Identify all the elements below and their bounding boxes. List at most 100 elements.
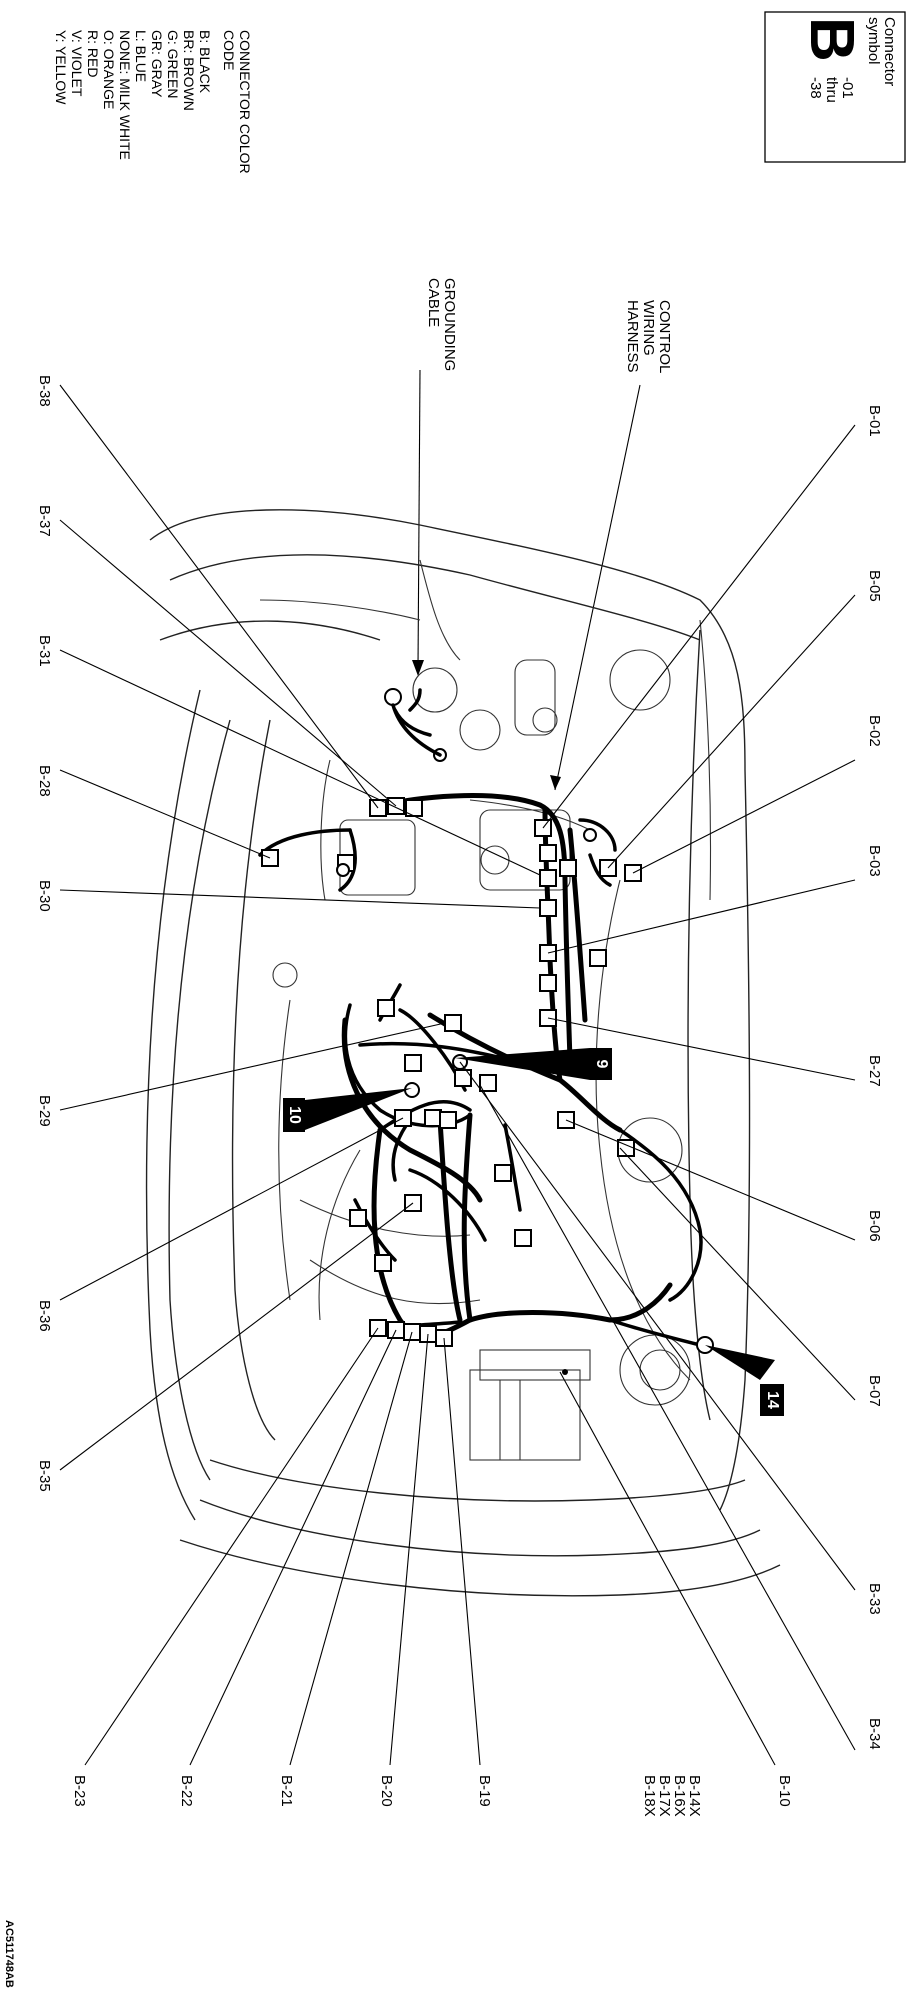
connector-symbol-letter: B (797, 17, 866, 62)
label-b18x: B-18X (641, 1775, 658, 1817)
legend-entry: B: BLACK (197, 30, 213, 94)
labels-left: B-38 B-37 B-31 B-28 B-30 B-29 B-36 B-35 (36, 375, 53, 1492)
legend-entry: V: VIOLET (69, 30, 85, 97)
connector-symbol-box: Connector symbol B -01 thru -38 (764, 11, 906, 163)
svg-text:14: 14 (764, 1391, 781, 1409)
label-b06: B-06 (866, 1210, 883, 1242)
control-harness-leader (554, 384, 641, 791)
label-b21: B-21 (278, 1775, 295, 1807)
label-b36: B-36 (36, 1300, 53, 1332)
legend-entry: NONE: MILK WHITE (117, 30, 133, 160)
svg-text:HARNESS: HARNESS (624, 300, 641, 373)
labels-battery: B-14X B-16X B-17X B-18X (641, 1775, 703, 1817)
tank-cap (532, 707, 558, 733)
figure-code: AC511748AB (3, 1920, 15, 1988)
control-harness-callout: CONTROL WIRING HARNESS (624, 300, 673, 373)
svg-text:CONTROL: CONTROL (656, 300, 673, 373)
legend-entry: G: GREEN (165, 30, 181, 98)
label-b35: B-35 (36, 1460, 53, 1492)
connector-color-legend: CONNECTOR COLOR CODE B: BLACK BR: BROWN … (53, 30, 253, 174)
reservoir (459, 709, 501, 751)
connector-small (374, 1254, 392, 1272)
ground-terminal (384, 688, 402, 706)
connector-small (377, 999, 395, 1017)
label-b38: B-38 (36, 375, 53, 407)
ground-terminal (583, 828, 597, 842)
connectors (261, 688, 714, 1354)
connector-small (494, 1164, 512, 1182)
connector-b30[interactable] (539, 899, 557, 917)
fluid-tank (514, 659, 556, 736)
connector-symbol-caption-2: symbol (865, 17, 882, 65)
svg-text:10: 10 (286, 1106, 303, 1124)
battery (469, 1349, 591, 1461)
marker-14: 14 (705, 1345, 784, 1416)
legend-entry: R: RED (85, 30, 101, 77)
arrow-head (550, 775, 561, 790)
labels-bottom: B-10 B-19 B-20 B-21 B-22 B-23 (71, 1775, 793, 1807)
grounding-cable-leader (417, 369, 421, 669)
label-b37: B-37 (36, 505, 53, 537)
label-b23: B-23 (71, 1775, 88, 1807)
label-b31: B-31 (36, 635, 53, 667)
label-b01: B-01 (866, 405, 883, 437)
connector-small (439, 1111, 457, 1129)
connector-small (479, 1074, 497, 1092)
cap (272, 962, 298, 988)
legend-entry: O: ORANGE (101, 30, 117, 109)
marker-9: 9 (455, 1048, 612, 1080)
connector-small (404, 1054, 422, 1072)
labels-right: B-01 B-05 B-02 B-03 B-27 B-06 B-07 B-33 … (866, 405, 883, 1750)
grounding-cable (391, 703, 442, 757)
label-b19: B-19 (476, 1775, 493, 1807)
connector-symbol-range-1: -01 (839, 77, 856, 99)
connector-small (349, 1209, 367, 1227)
label-b20: B-20 (378, 1775, 395, 1807)
label-b02: B-02 (866, 715, 883, 747)
legend-heading-1: CONNECTOR COLOR (237, 30, 253, 174)
arrow-head (412, 660, 424, 676)
label-b17x: B-17X (656, 1775, 673, 1817)
connector-symbol-range-3: -38 (807, 77, 824, 99)
legend-entry: L: BLUE (133, 30, 149, 82)
label-b22: B-22 (178, 1775, 195, 1807)
label-b07: B-07 (866, 1375, 883, 1407)
label-b29: B-29 (36, 1095, 53, 1127)
connector-symbol-caption-1: Connector (881, 17, 898, 86)
svg-text:9: 9 (593, 1060, 610, 1069)
connector-small (424, 1109, 442, 1127)
label-b05: B-05 (866, 570, 883, 602)
ground-point (404, 1082, 420, 1098)
legend-heading-2: CODE (221, 30, 237, 70)
svg-text:GROUNDING: GROUNDING (441, 278, 458, 371)
svg-text:CABLE: CABLE (425, 278, 442, 327)
gear (480, 845, 510, 875)
connector-small (559, 859, 577, 877)
label-b03: B-03 (866, 845, 883, 877)
connector-b29[interactable] (444, 1014, 462, 1032)
wheel-well (639, 1349, 681, 1391)
marker-10: 10 (283, 1088, 412, 1132)
connector-small (454, 1069, 472, 1087)
connector-small (539, 974, 557, 992)
wheel-well (609, 649, 671, 711)
grounding-cable-callout: GROUNDING CABLE (425, 278, 458, 371)
legend-entry: BR: BROWN (181, 30, 197, 111)
label-b28: B-28 (36, 765, 53, 797)
label-b10: B-10 (776, 1775, 793, 1807)
label-b16x: B-16X (671, 1775, 688, 1817)
connector-small (539, 844, 557, 862)
wiring-harness (258, 688, 703, 1347)
svg-text:WIRING: WIRING (640, 300, 657, 356)
label-b27: B-27 (866, 1055, 883, 1087)
label-b30: B-30 (36, 880, 53, 912)
connector-small (539, 869, 557, 887)
reservoir (412, 667, 458, 713)
ground-terminal (336, 863, 350, 877)
label-b33: B-33 (866, 1583, 883, 1615)
legend-entry: Y: YELLOW (53, 30, 69, 105)
label-b34: B-34 (866, 1718, 883, 1750)
leader-lines (59, 384, 856, 1766)
connector-small (514, 1229, 532, 1247)
